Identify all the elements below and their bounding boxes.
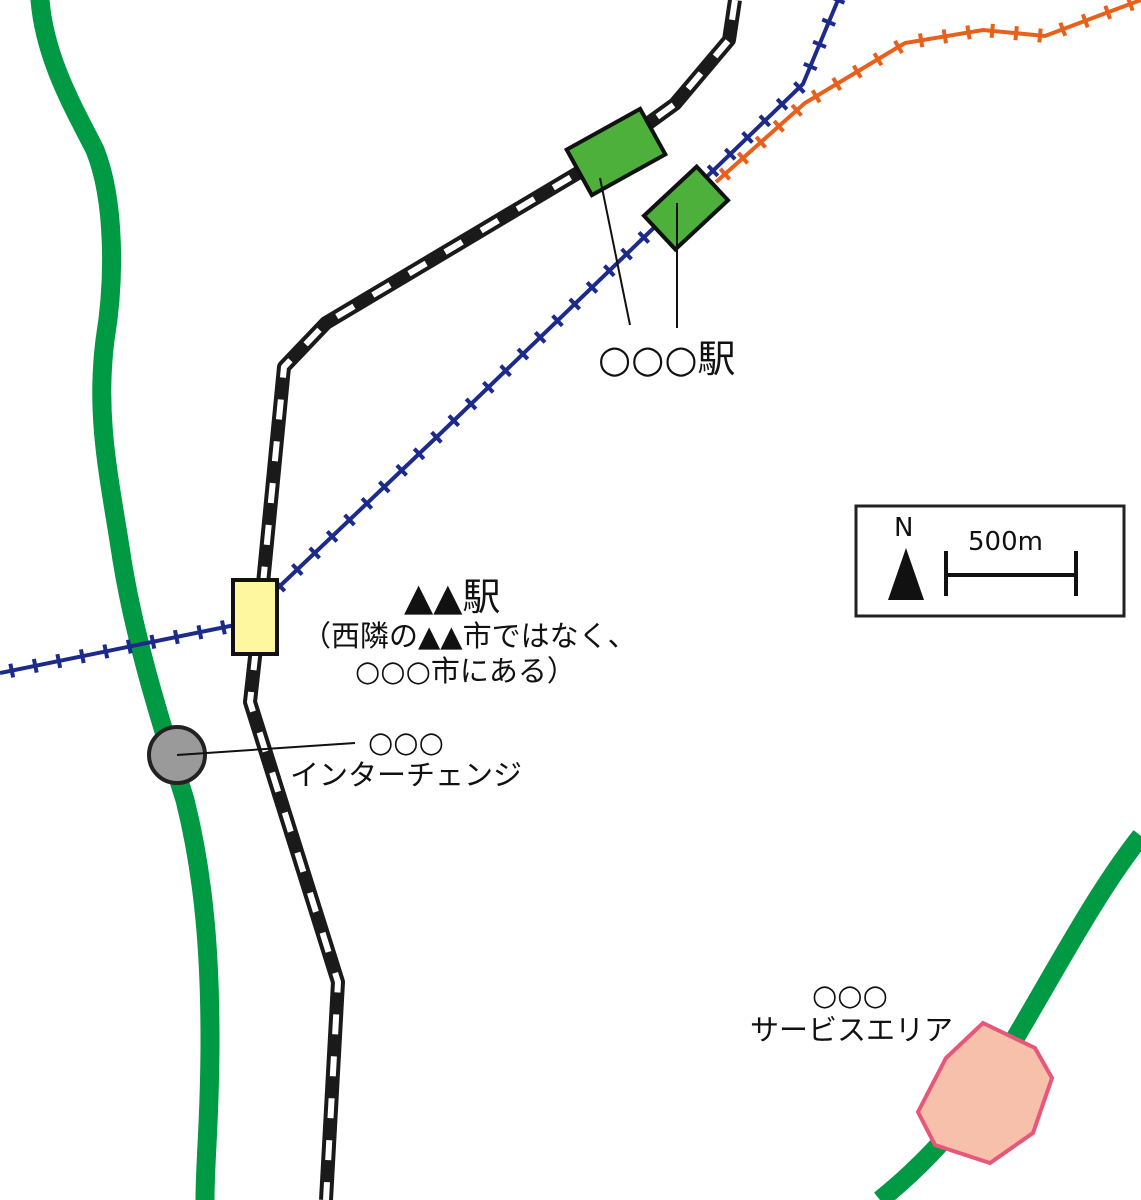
north-label: N [894, 513, 913, 543]
label-aa-station: ▲▲駅 [404, 575, 500, 619]
rail-tie [412, 447, 426, 461]
jr-railway-line [243, 0, 742, 1200]
rail-tie [585, 280, 599, 294]
rail-tie [810, 89, 822, 104]
rail-tie [1058, 22, 1068, 37]
label-service-area-type: サービスエリア [750, 1013, 953, 1047]
scale-label: 500m [968, 527, 1043, 557]
rail-tie [378, 480, 391, 494]
rail-tie [395, 463, 408, 477]
rail-tie [8, 663, 16, 678]
rail-tie [831, 76, 843, 91]
service-area-marker [915, 1020, 1055, 1166]
rail-tie [941, 29, 948, 44]
rail-tie [821, 17, 836, 27]
rail-tie [758, 114, 772, 128]
rail-tie [832, 0, 846, 5]
label-aa-station-note-2: ○○○市にある） [355, 654, 576, 688]
rail-tie [55, 653, 63, 669]
rail-tie [1126, 0, 1135, 12]
rail-tie [291, 563, 304, 576]
blue-railway-line [0, 0, 846, 678]
rail-tie [325, 530, 339, 543]
station-ooo-private-building [641, 163, 731, 253]
rail-tie [918, 33, 925, 48]
rail-tie [772, 119, 785, 133]
orange-railway-line [714, 0, 1141, 184]
rail-tie [1037, 28, 1043, 43]
rail-tie [102, 644, 110, 659]
rail-tie [551, 314, 564, 328]
rail-tie [482, 380, 495, 394]
label-interchange-type: インターチェンジ [290, 758, 522, 792]
rail-tie [308, 546, 321, 560]
label-ooo-station: ○○○駅 [598, 337, 735, 381]
leader-line-interchange [176, 742, 356, 756]
rail-tie [430, 430, 443, 444]
rail-tie [872, 52, 884, 67]
rail-tie [989, 23, 995, 39]
rail-tie [736, 151, 750, 165]
rail-tie [602, 264, 616, 278]
rail-tie [741, 131, 754, 144]
rail-tie [1103, 5, 1113, 20]
rail-tie [78, 648, 86, 664]
rail-tie [718, 167, 732, 181]
rail-tie [803, 61, 818, 72]
rail-tie [775, 97, 789, 111]
rail-tie [637, 230, 651, 244]
expressway-west [30, 0, 220, 1200]
rail-tie [706, 164, 720, 178]
station-ooo-jr-building [563, 106, 669, 198]
rail-tie [464, 397, 478, 411]
label-service-area-name: ○○○ [812, 978, 888, 1012]
rail-tie [447, 414, 461, 428]
north-arrow-icon [888, 548, 924, 600]
rail-tie [1080, 13, 1090, 29]
rail-tie [516, 347, 530, 361]
rail-tie [125, 639, 133, 654]
rail-tie [173, 629, 180, 645]
rail-tie [620, 247, 633, 261]
rail-tie [220, 620, 227, 635]
rail-tie [568, 297, 582, 311]
station-aa-building [231, 578, 279, 656]
rail-tie [1013, 26, 1019, 41]
rail-tie [793, 81, 806, 94]
rail-tie [723, 147, 737, 161]
label-aa-station-note-1: （西隣の▲▲市ではなく、 [302, 619, 637, 653]
rail-tie [893, 39, 904, 54]
rail-tie [533, 330, 547, 344]
rail-tie [851, 64, 863, 79]
map-legend: N 500m [854, 504, 1126, 618]
rail-tie [149, 634, 157, 650]
rail-tie [196, 624, 204, 640]
rail-tie [343, 513, 356, 527]
rail-tie [812, 39, 827, 49]
rail-tie [31, 658, 39, 674]
rail-tie [360, 496, 374, 510]
rail-tie [499, 364, 512, 378]
rail-tie [965, 25, 972, 40]
scale-bar [944, 551, 1078, 596]
leader-line-ooo-station-1 [599, 177, 631, 326]
label-interchange-name: ○○○ [368, 725, 444, 759]
rail-tie [790, 103, 803, 117]
rail-tie [754, 135, 768, 149]
